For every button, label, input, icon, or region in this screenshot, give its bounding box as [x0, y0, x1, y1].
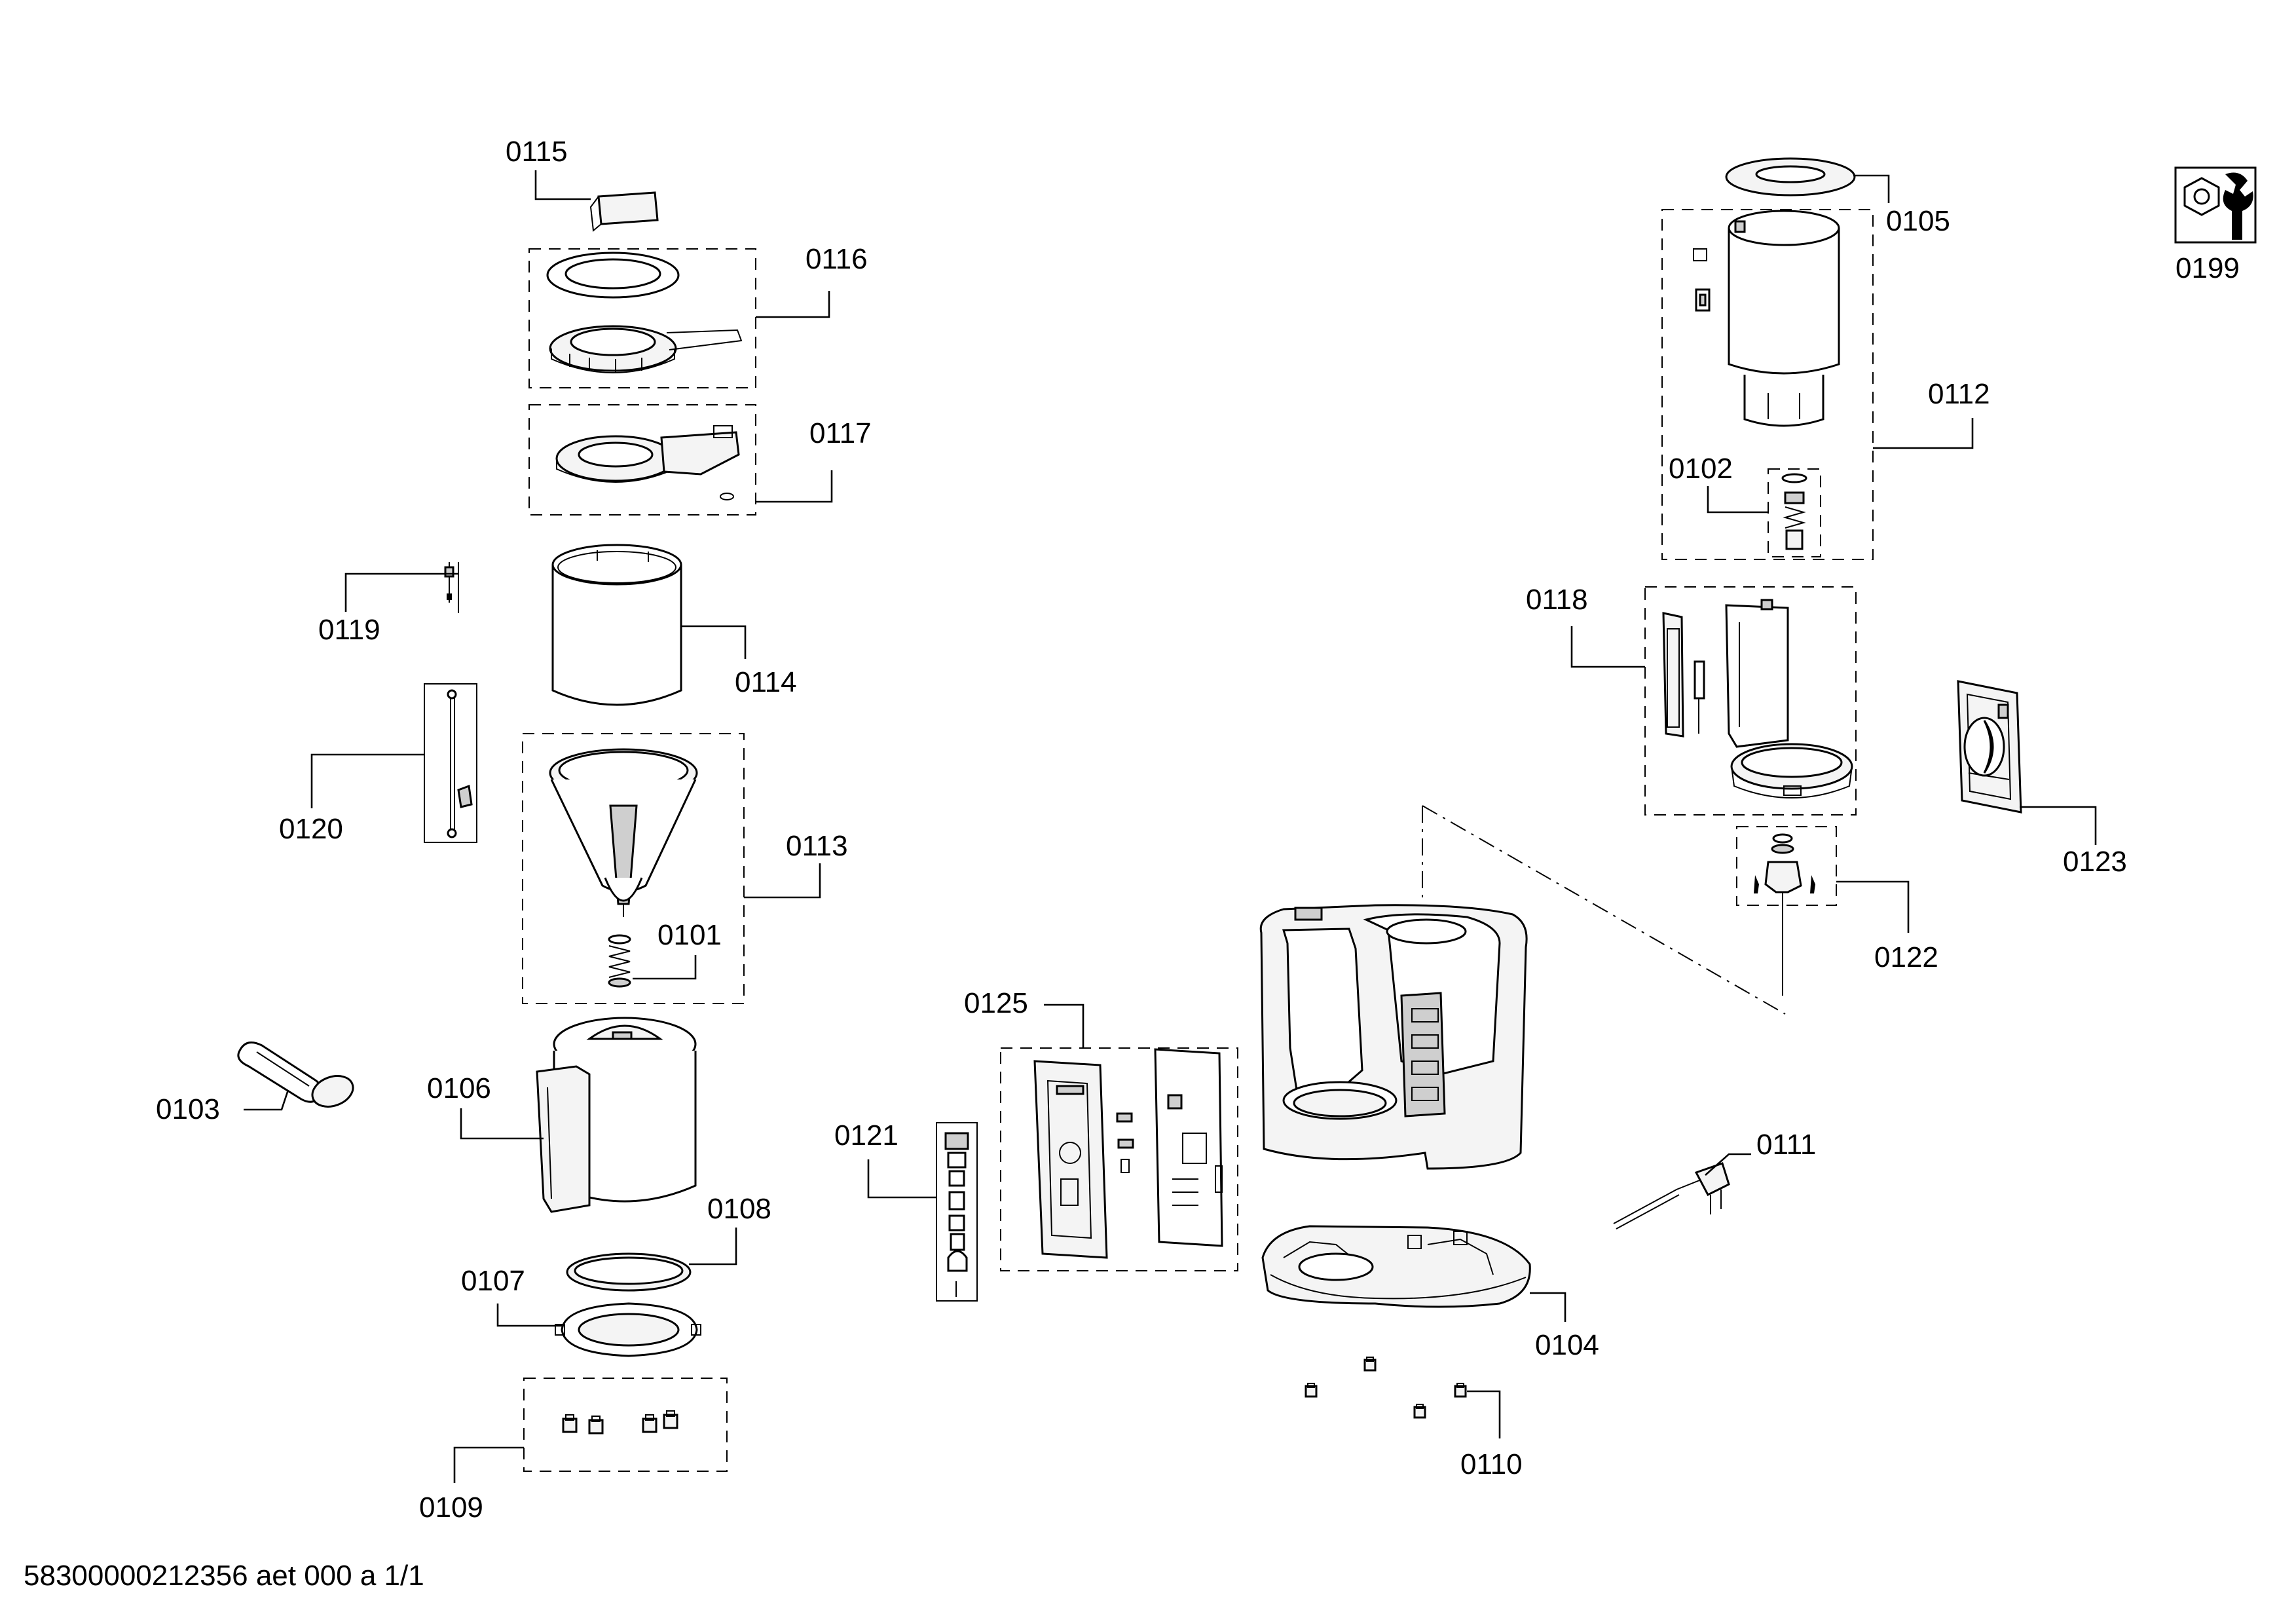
group-0118: [1644, 586, 1857, 816]
leader-0104: [1530, 1292, 1566, 1322]
part-label-0119: 0119: [318, 614, 380, 646]
part-0102-valve: [1781, 473, 1807, 550]
part-0113-filter-basket: [549, 748, 698, 917]
part-0119-pin: [444, 562, 459, 613]
part-0118-heater: [1662, 599, 1853, 798]
leader-0112: [1873, 418, 1974, 449]
leader-0102: [1707, 486, 1768, 514]
part-label-0116: 0116: [805, 243, 868, 275]
part-0103-spoon: [237, 1042, 354, 1108]
part-0122-fitting: [1754, 833, 1815, 996]
part-label-0199: 0199: [2176, 252, 2240, 284]
part-label-0101: 0101: [657, 919, 722, 951]
group-0113: [522, 733, 745, 1004]
leader-0114: [681, 625, 747, 659]
part-0104-base: [1261, 1225, 1531, 1308]
part-label-0113: 0113: [786, 830, 848, 862]
part-0108-gasket: [566, 1252, 692, 1292]
part-0111-power-cord: [1613, 1162, 1730, 1229]
part-label-0109: 0109: [419, 1492, 483, 1524]
leader-0122: [1836, 880, 1910, 933]
part-0101-spring: [608, 934, 631, 988]
leader-0115: [534, 170, 591, 200]
part-labels: 0115 0116 0117 0119 0114 0120 0113 0101 …: [156, 136, 2240, 1524]
part-label-0115: 0115: [506, 136, 568, 168]
part-0114-tank: [551, 544, 682, 706]
part-0120-tube: [424, 683, 477, 843]
leader-0119: [344, 572, 458, 612]
leader-0117: [756, 470, 833, 503]
leader-0111: [1705, 1153, 1751, 1176]
leader-0116: [756, 291, 830, 318]
part-label-0111: 0111: [1756, 1129, 1816, 1161]
group-0122: [1736, 826, 1837, 906]
group-0125: [1000, 1047, 1238, 1271]
leader-0110: [1467, 1390, 1501, 1438]
part-0109-feet: [562, 1410, 678, 1435]
part-0106-carafe: [536, 1017, 697, 1213]
leader-0103: [244, 1089, 289, 1111]
part-0123-panel: [1957, 680, 2022, 814]
group-0116: [528, 248, 756, 388]
leader-0108: [689, 1228, 737, 1266]
part-label-0117: 0117: [809, 417, 872, 449]
part-label-0125: 0125: [964, 987, 1028, 1019]
part-0121-buttons: [944, 1132, 969, 1297]
part-0105-ring: [1725, 157, 1856, 197]
group-0121: [936, 1122, 978, 1302]
part-0112-reservoir: [1693, 210, 1840, 427]
part-0117-frame: [555, 425, 740, 500]
part-label-0103: 0103: [156, 1093, 220, 1125]
part-label-0105: 0105: [1886, 205, 1950, 237]
assembly-line: [1422, 805, 1786, 1015]
leader-0105: [1853, 174, 1890, 203]
leader-0123: [2020, 806, 2097, 845]
part-0116-lid: [546, 252, 743, 373]
part-label-0112: 0112: [1928, 378, 1990, 410]
part-label-0107: 0107: [461, 1265, 525, 1297]
drawing-code: 58300000212356 aet 000 a 1/1: [24, 1560, 424, 1592]
leader-0101: [633, 955, 697, 980]
group-0109: [523, 1378, 728, 1472]
leader-0109: [453, 1446, 524, 1483]
part-0125-control-board: [1033, 1048, 1223, 1259]
part-label-0110: 0110: [1460, 1448, 1523, 1480]
leader-0120: [310, 753, 424, 808]
leader-0106: [460, 1108, 544, 1140]
part-label-0120: 0120: [279, 813, 343, 845]
leader-0118: [1570, 626, 1645, 668]
leader-0121: [867, 1159, 936, 1199]
part-0110-feet: [1305, 1357, 1467, 1419]
part-label-0102: 0102: [1669, 453, 1733, 485]
part-label-0122: 0122: [1874, 941, 1938, 973]
wrench-nut-icon: [2174, 166, 2257, 244]
part-label-0108: 0108: [707, 1193, 771, 1225]
group-0117: [528, 404, 756, 516]
part-0107-plate: [555, 1302, 701, 1357]
part-label-0104: 0104: [1535, 1329, 1599, 1361]
leader-0107: [496, 1304, 562, 1327]
group-0112: [1661, 209, 1874, 560]
part-housing-body: [1259, 904, 1528, 1170]
part-label-0106: 0106: [427, 1072, 491, 1104]
part-label-0114: 0114: [735, 666, 797, 698]
part-label-0118: 0118: [1526, 584, 1588, 616]
part-0115-clip: [589, 191, 659, 232]
leader-0125: [1044, 1004, 1084, 1048]
part-label-0123: 0123: [2063, 846, 2127, 878]
leader-0113: [744, 863, 821, 899]
part-label-0121: 0121: [834, 1119, 898, 1152]
